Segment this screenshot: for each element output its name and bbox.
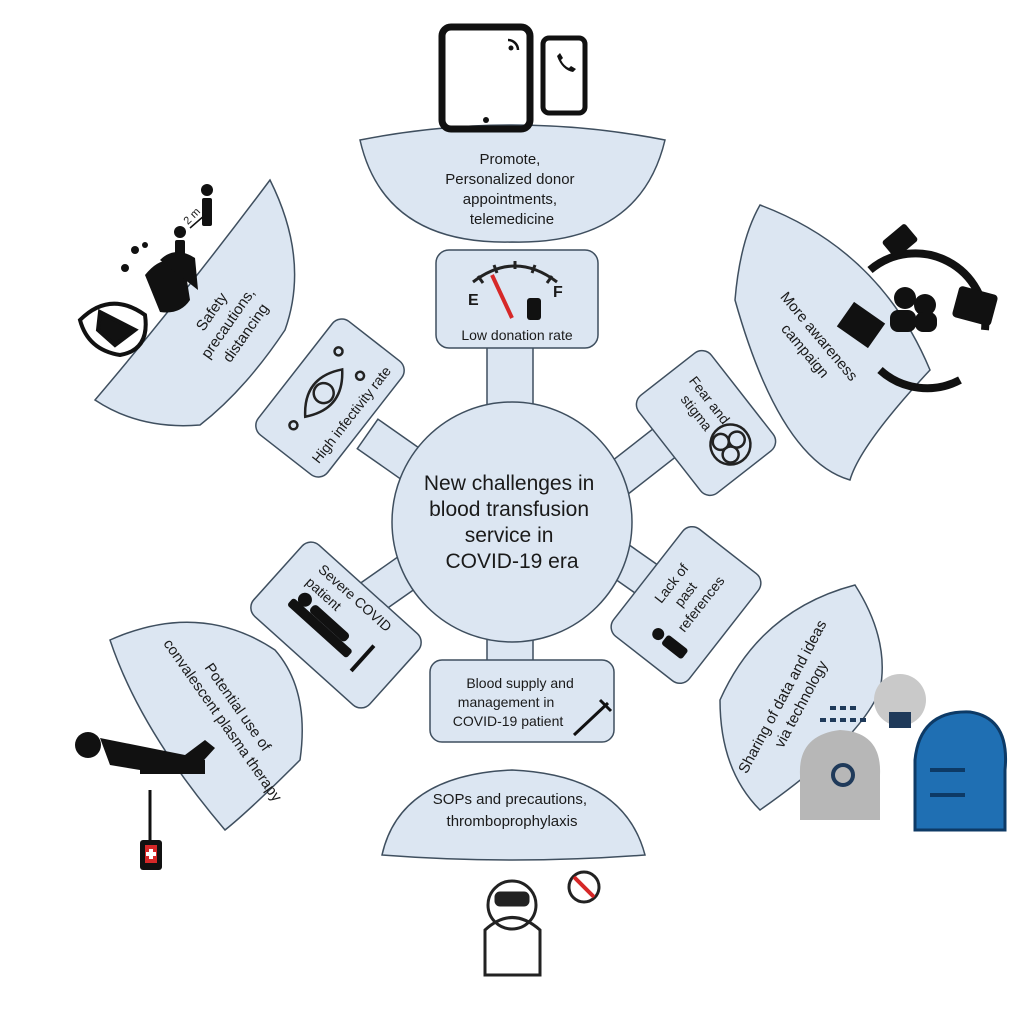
face-mask-icon xyxy=(77,301,148,358)
gauge-needle-icon xyxy=(490,274,514,319)
hospital-bed-icon xyxy=(288,592,376,673)
center-title: New challenges in blood transfusion serv… xyxy=(424,472,600,573)
challenge-box-lack-references xyxy=(610,525,762,685)
challenge-box-low-donation xyxy=(435,249,599,349)
smartphone-icon xyxy=(540,35,588,116)
solution-plasma: Potential use of convalescent plasma the… xyxy=(109,621,303,832)
challenge-low-donation: E F Low donation rate xyxy=(435,249,599,349)
syringe-icon xyxy=(572,698,613,737)
challenge-blood-supply: Blood supply and management in COVID-19 … xyxy=(429,659,615,743)
confused-person-icon xyxy=(652,628,688,659)
solution-label-sops: SOPs and precautions, thromboprophylaxis xyxy=(433,791,591,830)
tablet-icon xyxy=(438,23,534,133)
solution-label-promote: Promote, Personalized donor appointments… xyxy=(445,151,578,228)
idea-sharing-icon xyxy=(799,674,1008,832)
challenge-box-blood-supply xyxy=(429,659,615,743)
challenge-label-low-donation: Low donation rate xyxy=(461,327,573,343)
blood-bag-plasma-icon xyxy=(140,840,162,870)
solution-arc-awareness xyxy=(734,204,931,481)
solution-arc-sops xyxy=(381,769,646,861)
solution-promote: Promote, Personalized donor appointments… xyxy=(359,124,666,243)
challenge-lack-references: Lack of past references xyxy=(610,525,762,685)
center-hub: New challenges in blood transfusion serv… xyxy=(391,401,633,643)
solution-arc-safety xyxy=(93,178,296,427)
solution-safety: Safety precautions, distancing xyxy=(93,178,296,427)
hand-washing-icon xyxy=(121,242,198,313)
communication-cycle-icon xyxy=(836,224,998,393)
biohazard-icon xyxy=(709,423,752,466)
blood-bag-icon xyxy=(527,298,541,320)
challenge-high-infectivity: High infectivity rate xyxy=(255,318,405,478)
gauge-full-label: F xyxy=(553,284,563,301)
challenge-box-high-infectivity xyxy=(255,318,405,478)
lying-patient-icon xyxy=(75,732,215,840)
protective-suit-icon xyxy=(483,870,601,977)
solution-awareness: More awareness campaign xyxy=(734,204,931,481)
gauge-empty-label: E xyxy=(468,292,479,309)
center-circle xyxy=(391,401,633,643)
solution-arc-promote xyxy=(359,124,666,243)
eye-virus-icon xyxy=(288,346,366,431)
solution-sharing: Sharing of data and ideas via technology xyxy=(719,584,883,811)
challenge-fear-stigma: Fear and stigma xyxy=(635,349,777,497)
solution-sops: SOPs and precautions, thromboprophylaxis xyxy=(381,769,646,861)
solution-arc-plasma xyxy=(109,621,303,832)
challenge-box-fear-stigma xyxy=(635,349,777,497)
fuel-gauge-icon xyxy=(472,261,558,284)
challenge-label-blood-supply: Blood supply and management in COVID-19 … xyxy=(453,675,578,729)
distance-label: 2 m xyxy=(182,206,203,227)
